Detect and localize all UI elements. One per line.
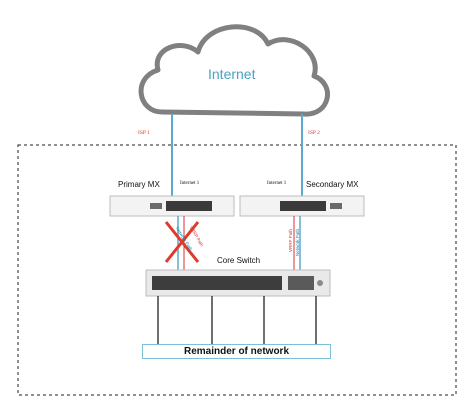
remainder-of-network-box: Remainder of network bbox=[142, 344, 331, 359]
primary-mx-appliance bbox=[109, 195, 235, 217]
core-switch-label: Core Switch bbox=[217, 256, 261, 265]
secondary-vrrp-label: VRRP Path bbox=[288, 229, 293, 252]
internet-label: Internet bbox=[208, 66, 256, 82]
isp2-label: ISP 2 bbox=[308, 130, 320, 136]
secondary-mx-appliance bbox=[239, 195, 365, 217]
primary-internet-port-label: Internet 1 bbox=[180, 181, 200, 186]
failed-path-cross bbox=[164, 221, 200, 263]
primary-mx-label: Primary MX bbox=[118, 180, 160, 189]
internet-cloud bbox=[138, 24, 330, 117]
secondary-internet-port-label: Internet 1 bbox=[267, 181, 287, 186]
core-switch-device bbox=[145, 269, 331, 297]
isp1-label: ISP 1 bbox=[138, 130, 150, 136]
secondary-network-path-label: Network Path bbox=[295, 228, 300, 256]
secondary-mx-label: Secondary MX bbox=[306, 180, 359, 189]
site-boundary bbox=[17, 144, 457, 396]
